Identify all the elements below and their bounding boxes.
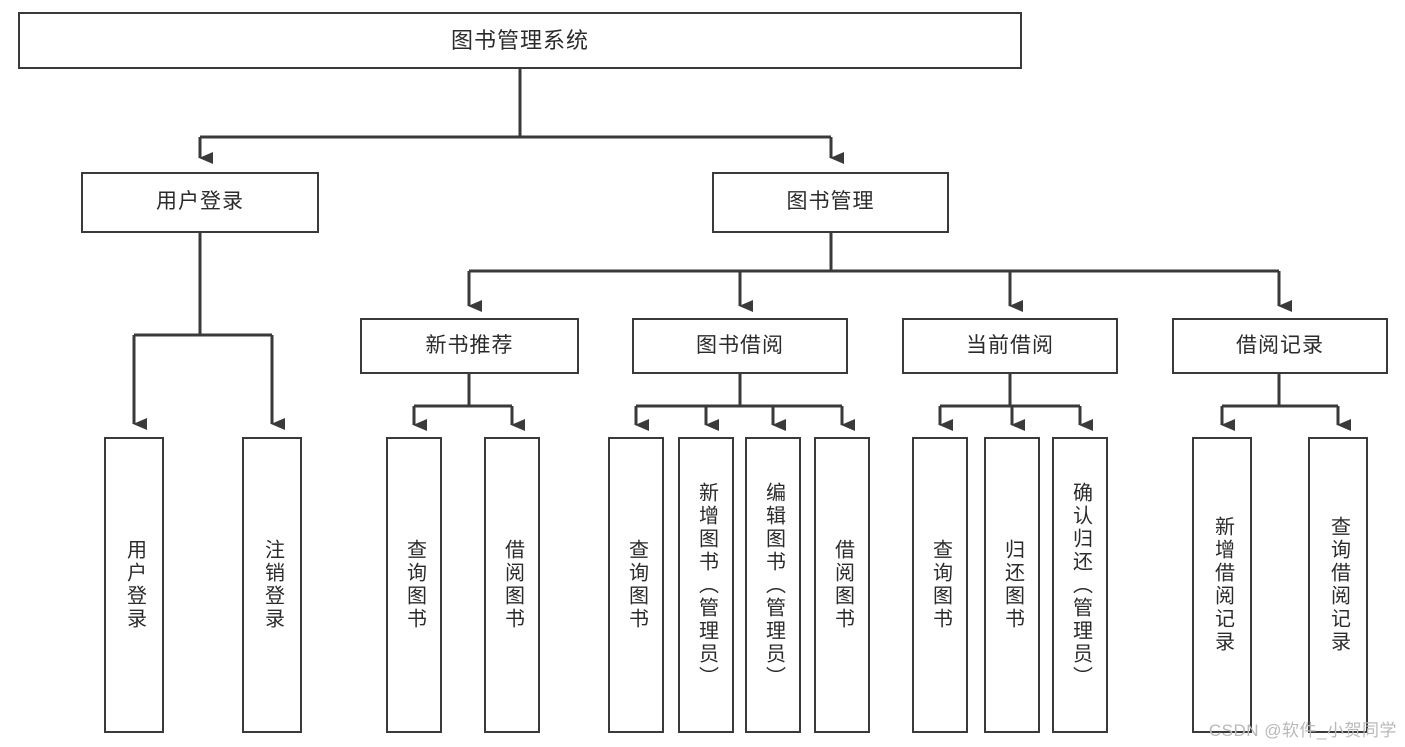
leaf-logout[interactable]: 注销登录	[242, 437, 302, 733]
leaf-query-book-borrow[interactable]: 查询图书	[608, 437, 664, 733]
leaf-confirm-return-admin[interactable]: 确认归还（管理员）	[1052, 437, 1108, 733]
node-new-book-recommend[interactable]: 新书推荐	[360, 318, 579, 374]
node-borrow-record-label: 借阅记录	[1236, 333, 1324, 357]
leaf-label: 归还图书	[1001, 539, 1024, 631]
node-current-borrow[interactable]: 当前借阅	[902, 318, 1118, 374]
leaf-label: 查询图书	[403, 539, 426, 631]
leaf-label: 用户登录	[123, 539, 146, 631]
node-root[interactable]: 图书管理系统	[18, 12, 1022, 69]
node-current-borrow-label: 当前借阅	[966, 333, 1054, 357]
leaf-label: 注销登录	[261, 539, 284, 631]
leaf-add-book-admin[interactable]: 新增图书（管理员）	[678, 437, 734, 733]
leaf-user-login[interactable]: 用户登录	[104, 437, 164, 733]
leaf-add-borrow-record[interactable]: 新增借阅记录	[1192, 437, 1252, 733]
leaf-query-book-current[interactable]: 查询图书	[912, 437, 968, 733]
leaf-edit-book-admin[interactable]: 编辑图书（管理员）	[745, 437, 801, 733]
leaf-borrow-book[interactable]: 借阅图书	[814, 437, 870, 733]
leaf-label: 借阅图书	[831, 539, 854, 631]
node-book-borrow-label: 图书借阅	[696, 333, 784, 357]
leaf-label: 新增图书（管理员）	[695, 481, 718, 689]
node-borrow-record[interactable]: 借阅记录	[1172, 318, 1388, 374]
leaf-label: 编辑图书（管理员）	[762, 481, 785, 689]
leaf-label: 借阅图书	[501, 539, 524, 631]
leaf-query-book-newbook[interactable]: 查询图书	[386, 437, 442, 733]
node-book-borrow[interactable]: 图书借阅	[632, 318, 848, 374]
node-root-label: 图书管理系统	[450, 27, 589, 53]
leaf-query-borrow-record[interactable]: 查询借阅记录	[1308, 437, 1368, 733]
leaf-return-book[interactable]: 归还图书	[984, 437, 1040, 733]
leaf-borrow-book-newbook[interactable]: 借阅图书	[484, 437, 540, 733]
leaf-label: 新增借阅记录	[1211, 516, 1234, 654]
node-user-login-label: 用户登录	[156, 190, 244, 214]
leaf-label: 确认归还（管理员）	[1069, 481, 1092, 689]
leaf-label: 查询图书	[625, 539, 648, 631]
node-user-login[interactable]: 用户登录	[81, 172, 319, 233]
leaf-label: 查询图书	[929, 539, 952, 631]
node-book-management[interactable]: 图书管理	[712, 172, 949, 233]
leaf-label: 查询借阅记录	[1327, 516, 1350, 654]
node-book-management-label: 图书管理	[786, 190, 875, 214]
node-new-book-recommend-label: 新书推荐	[425, 333, 514, 357]
